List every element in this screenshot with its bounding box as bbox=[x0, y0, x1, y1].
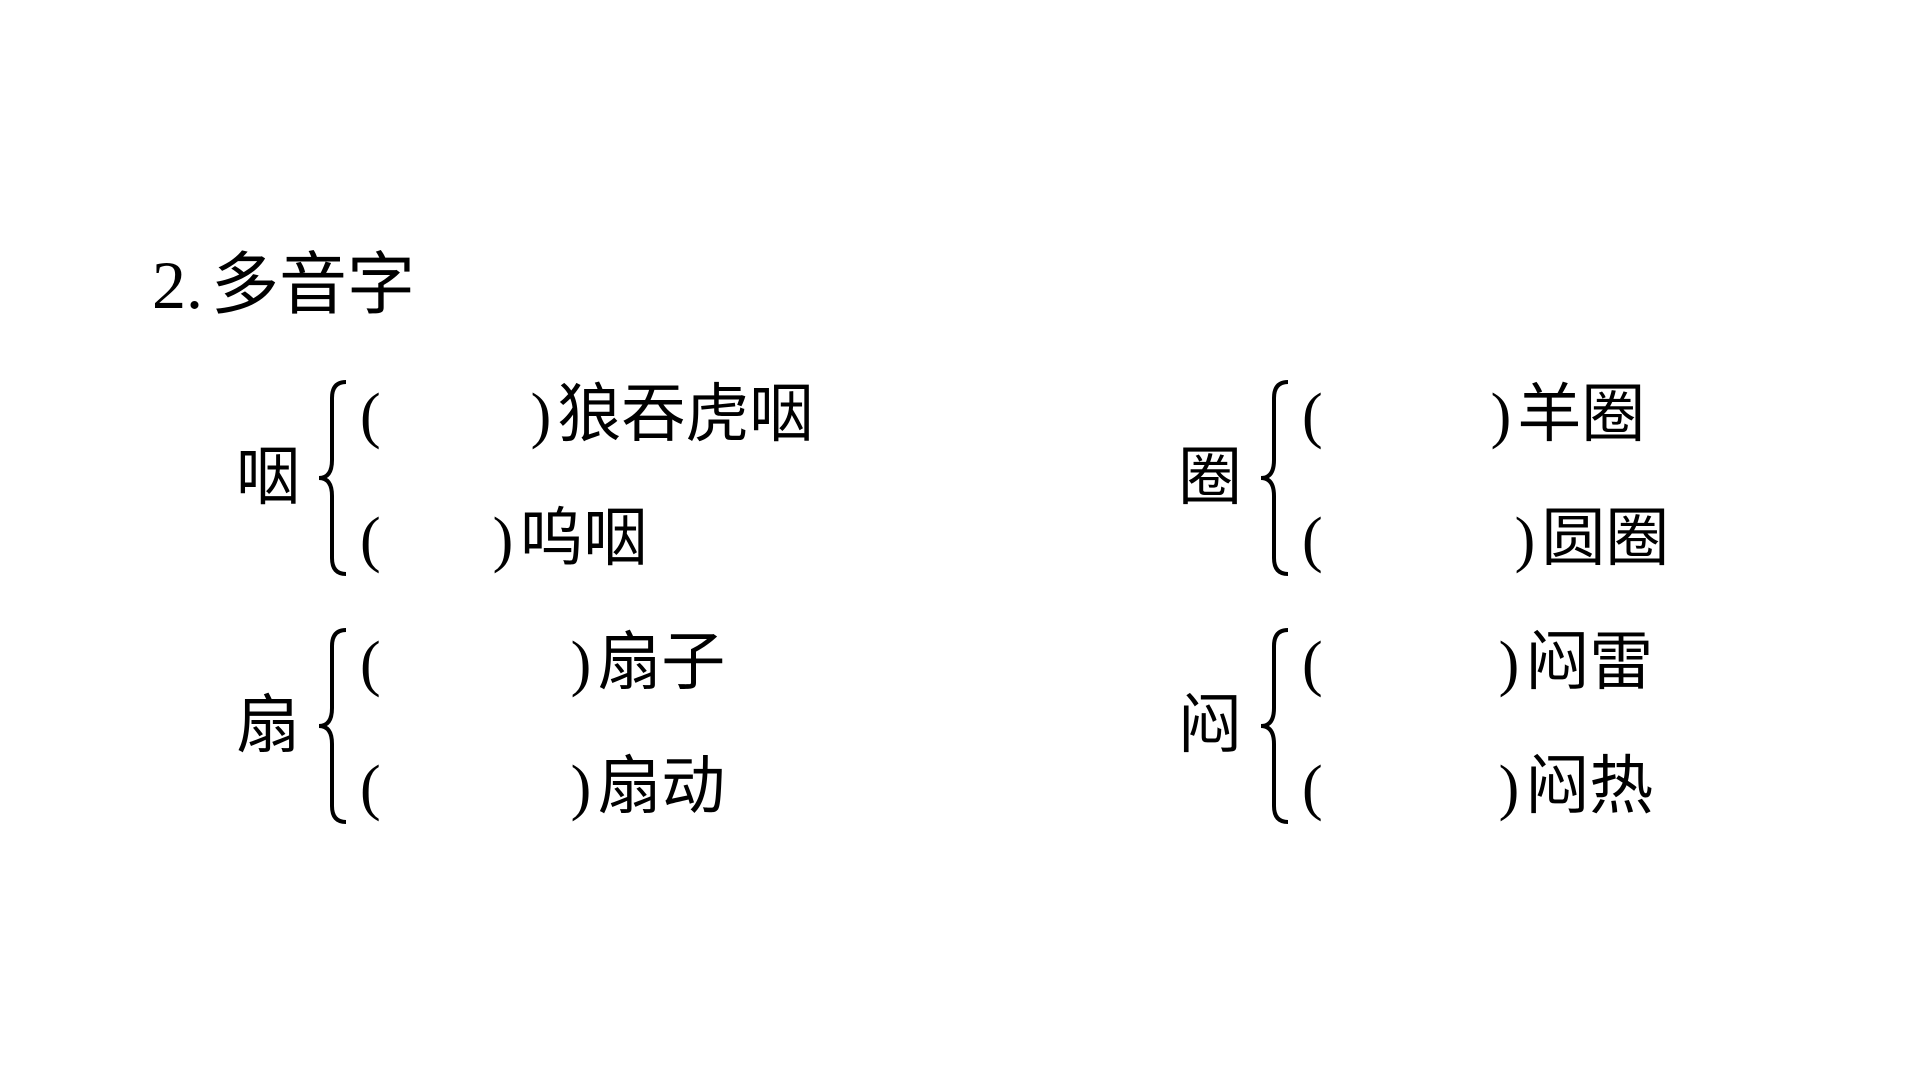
curly-brace bbox=[318, 380, 347, 576]
example-word: 扇动 bbox=[597, 750, 726, 824]
curly-brace bbox=[1260, 380, 1289, 576]
exercise-number-separator: . bbox=[186, 247, 203, 323]
answer-paren-close: ) bbox=[1498, 754, 1520, 822]
exercise-title: 多音字 bbox=[211, 246, 416, 325]
polyphone-character: 咽 bbox=[236, 441, 300, 515]
answer-paren-close: ) bbox=[1514, 506, 1536, 574]
example-word: 呜咽 bbox=[519, 502, 648, 576]
exercise-number: 2 bbox=[152, 247, 186, 323]
reading-row: ()扇动 bbox=[360, 742, 725, 832]
answer-paren-open: ( bbox=[360, 506, 381, 574]
reading-row: ()羊圈 bbox=[1302, 370, 1645, 460]
answer-paren-close: ) bbox=[1498, 630, 1520, 698]
answer-paren-close: ) bbox=[570, 630, 592, 698]
curly-brace bbox=[1260, 628, 1289, 824]
example-word: 狼吞虎咽 bbox=[557, 378, 814, 452]
answer-paren-close: ) bbox=[492, 506, 514, 574]
answer-paren-close: ) bbox=[1490, 382, 1512, 450]
polyphone-character: 闷 bbox=[1178, 689, 1242, 763]
answer-paren-open: ( bbox=[1302, 754, 1323, 822]
answer-paren-open: ( bbox=[360, 754, 381, 822]
exercise-heading: 2.多音字 bbox=[152, 240, 415, 330]
answer-paren-open: ( bbox=[1302, 382, 1323, 450]
reading-row: ()呜咽 bbox=[360, 494, 647, 584]
example-word: 圆圈 bbox=[1541, 502, 1670, 576]
answer-paren-open: ( bbox=[1302, 630, 1323, 698]
answer-paren-open: ( bbox=[360, 382, 381, 450]
answer-paren-open: ( bbox=[360, 630, 381, 698]
answer-paren-close: ) bbox=[570, 754, 592, 822]
curly-brace bbox=[318, 628, 347, 824]
example-word: 闷热 bbox=[1525, 750, 1654, 824]
example-word: 羊圈 bbox=[1517, 378, 1646, 452]
reading-row: ()狼吞虎咽 bbox=[360, 370, 813, 460]
answer-paren-close: ) bbox=[530, 382, 552, 450]
polyphone-character: 圈 bbox=[1178, 441, 1242, 515]
reading-row: ()扇子 bbox=[360, 618, 725, 708]
example-word: 扇子 bbox=[597, 626, 726, 700]
reading-row: ()闷雷 bbox=[1302, 618, 1653, 708]
reading-row: ()闷热 bbox=[1302, 742, 1653, 832]
polyphone-character: 扇 bbox=[236, 689, 300, 763]
reading-row: ()圆圈 bbox=[1302, 494, 1669, 584]
example-word: 闷雷 bbox=[1525, 626, 1654, 700]
answer-paren-open: ( bbox=[1302, 506, 1323, 574]
